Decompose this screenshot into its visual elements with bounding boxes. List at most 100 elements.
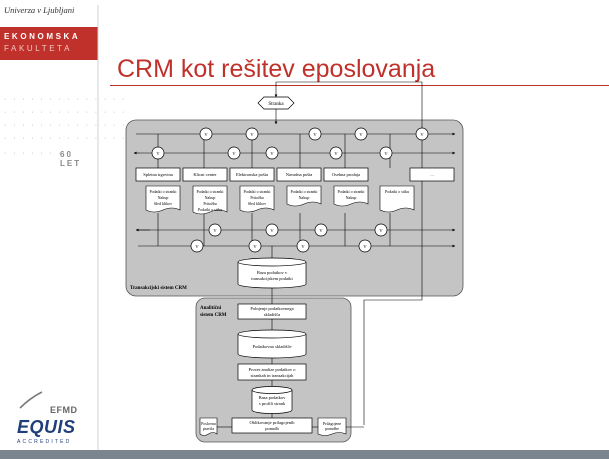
profile-db-line-2: s profili strank xyxy=(259,401,286,406)
channel-box xyxy=(229,167,275,182)
v-label: V xyxy=(363,244,367,249)
doc-line: Nakup xyxy=(346,195,357,200)
v-node xyxy=(329,146,343,160)
v-label: V xyxy=(301,244,305,249)
fill-warehouse-box xyxy=(237,303,307,320)
doc-line: Podatki o stranki xyxy=(149,189,177,194)
v-node xyxy=(208,223,222,237)
channel-box xyxy=(276,167,322,182)
v-node xyxy=(199,127,213,141)
channel-label: Osebna prodaja xyxy=(332,172,360,177)
equis-logo-swoosh xyxy=(19,391,43,409)
customer-label: Stranka xyxy=(268,102,284,107)
v-node xyxy=(248,239,262,253)
customer-node xyxy=(257,96,295,110)
shaping-offers-box xyxy=(231,417,313,434)
v-label: V xyxy=(420,132,424,137)
channel-document xyxy=(145,185,181,213)
v-label: V xyxy=(384,151,388,156)
warehouse-label: Podatkovno skladišče xyxy=(252,344,291,349)
title-underline xyxy=(110,85,609,86)
v-label: V xyxy=(204,132,208,137)
shaping-offers-line-1: Oblikovanje prilagojenih xyxy=(249,420,295,425)
doc-line: Pritožba xyxy=(203,201,217,206)
slide-title: CRM kot rešitev eposlovanja xyxy=(117,55,436,83)
doc-line: Podatki o stiku xyxy=(385,189,409,194)
faculty-logo: EKONOMSKA FAKULTETA xyxy=(0,27,98,60)
analytic-system-label-1: Analitični xyxy=(200,306,222,311)
v-label: V xyxy=(232,151,236,156)
equis-logo: EQUIS xyxy=(17,417,76,437)
profile-db-line-1: Baza podatkov xyxy=(259,395,287,400)
doc-line: Sled klikov xyxy=(154,201,172,206)
transaction-db-line-1: Baza podatkov v xyxy=(257,270,288,275)
v-label: V xyxy=(379,228,383,233)
accredited-label: ACCREDITED xyxy=(17,439,72,445)
fill-warehouse-line-2: skladišča xyxy=(264,312,281,317)
channel-document xyxy=(379,185,415,213)
v-label: V xyxy=(270,228,274,233)
v-node xyxy=(374,223,388,237)
v-node xyxy=(265,223,279,237)
v-label: V xyxy=(334,151,338,156)
analysis-box xyxy=(237,363,307,381)
doc-line: Nakup xyxy=(299,195,310,200)
university-name: Univerza v Ljubljani xyxy=(4,5,75,15)
anniversary-label: 60 LET xyxy=(60,150,82,168)
channel-label: Spletna trgovina xyxy=(143,172,173,177)
v-node xyxy=(379,146,393,160)
doc-line: Podatki o stiku xyxy=(198,207,222,212)
doc-line: Podatki o stranki xyxy=(290,189,318,194)
footer-bar xyxy=(0,450,609,459)
v-node xyxy=(354,127,368,141)
v-node xyxy=(227,146,241,160)
business-rules-doc xyxy=(199,417,218,436)
v-label: V xyxy=(213,228,217,233)
business-rules-line-1: Poslovna xyxy=(201,421,216,426)
dot-row: · · · · · · · · · · · · · · xyxy=(4,96,127,103)
channel-document xyxy=(239,185,275,213)
custom-offers-doc xyxy=(317,417,347,436)
channel-document xyxy=(333,185,369,207)
channel-document xyxy=(286,185,322,207)
v-node xyxy=(151,146,165,160)
channel-label: Klicni center xyxy=(193,172,217,177)
doc-line: Podatki o stranki xyxy=(196,189,224,194)
data-warehouse xyxy=(237,329,307,359)
dot-row: · · · · · · · · · · · · · · xyxy=(4,122,127,129)
v-node xyxy=(245,127,259,141)
v-node xyxy=(314,223,328,237)
v-node xyxy=(190,239,204,253)
v-label: V xyxy=(359,132,363,137)
doc-line: Sled klikov xyxy=(248,201,266,206)
doc-line: Pritožba xyxy=(250,195,264,200)
dot-row: · · · · · · · · · · · · · · xyxy=(4,109,127,116)
analysis-line-2: strankah in transakcijah xyxy=(251,373,294,378)
v-node xyxy=(308,127,322,141)
channel-label: ... xyxy=(430,172,433,177)
v-node xyxy=(415,127,429,141)
shaping-offers-line-2: ponudb xyxy=(265,426,279,431)
v-label: V xyxy=(156,151,160,156)
doc-line: Nakup xyxy=(158,195,169,200)
transaction-system-panel xyxy=(125,119,464,297)
doc-line: Nakup xyxy=(205,195,216,200)
v-label: V xyxy=(250,132,254,137)
channel-box xyxy=(409,167,455,182)
v-label: V xyxy=(253,244,257,249)
transaction-system-label: Transakcijski sistem CRM xyxy=(130,286,187,291)
fill-warehouse-line-1: Polnjenje podatkovnega xyxy=(250,306,293,311)
faculty-line-1: EKONOMSKA xyxy=(4,32,81,41)
sidebar: Univerza v Ljubljani EKONOMSKA FAKULTETA… xyxy=(0,0,124,459)
top-bar xyxy=(98,0,609,30)
dot-row: · · · · · · · xyxy=(4,150,64,157)
v-label: V xyxy=(270,151,274,156)
business-rules-line-2: pravila xyxy=(203,426,214,431)
doc-line: Podatki o stranki xyxy=(337,189,365,194)
faculty-line-2: FAKULTETA xyxy=(4,44,73,53)
v-node xyxy=(265,146,279,160)
channel-box xyxy=(135,167,181,182)
v-node xyxy=(358,239,372,253)
doc-line: Podatki o stranki xyxy=(243,189,271,194)
